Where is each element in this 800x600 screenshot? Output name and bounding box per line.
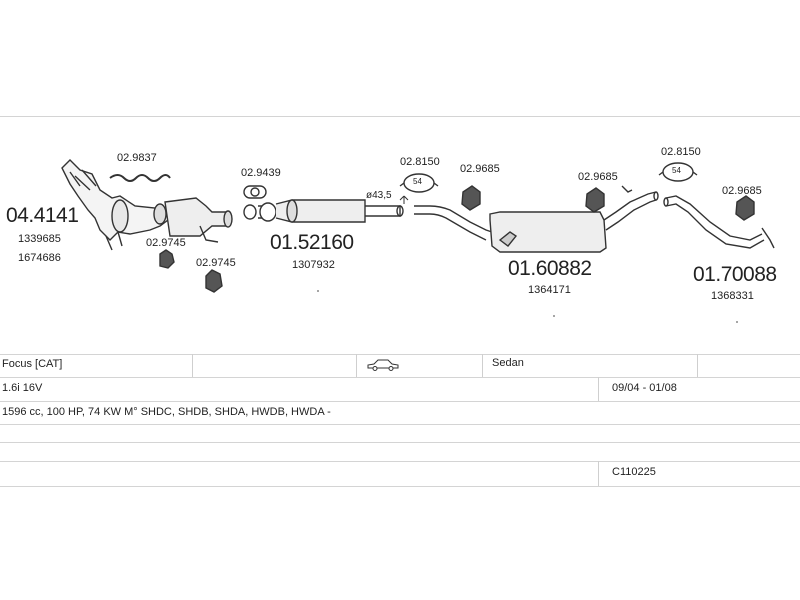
ref-middle-silencer: 1364171 bbox=[528, 284, 571, 296]
table-line-6 bbox=[0, 461, 800, 462]
ref-rear-pipe: 1368331 bbox=[711, 290, 754, 302]
part-label-9837[interactable]: 02.9837 bbox=[117, 152, 157, 164]
production-years: 09/04 - 01/08 bbox=[612, 382, 677, 394]
hanger-9685-b-drawing bbox=[585, 185, 633, 213]
table-line-4 bbox=[0, 424, 800, 425]
middle-pipe-drawing bbox=[243, 199, 404, 223]
part-number-middle-pipe[interactable]: 01.52160 bbox=[270, 231, 354, 254]
part-label-8150-b[interactable]: 02.8150 bbox=[661, 146, 701, 158]
table-line-1 bbox=[0, 354, 800, 355]
part-label-9685-c[interactable]: 02.9685 bbox=[722, 185, 762, 197]
table-vline-4 bbox=[598, 377, 599, 401]
table-vline-6 bbox=[697, 354, 698, 377]
hanger-9685-c-drawing bbox=[735, 195, 755, 221]
body-type: Sedan bbox=[492, 357, 524, 369]
part-label-9685-b[interactable]: 02.9685 bbox=[578, 171, 618, 183]
car-icon bbox=[366, 358, 400, 377]
table-vline-2 bbox=[356, 354, 357, 377]
hanger-9745-b-drawing bbox=[205, 269, 223, 293]
ref-cat-converter-2: 1674686 bbox=[18, 252, 61, 264]
gasket-chain-drawing bbox=[109, 174, 171, 182]
rear-pipe-drawing bbox=[663, 195, 775, 249]
table-vline-5 bbox=[598, 461, 599, 486]
ref-cat-converter-1: 1339685 bbox=[18, 233, 61, 245]
gasket-size-label-b: 54 bbox=[672, 166, 681, 175]
table-vline-3 bbox=[482, 354, 483, 377]
part-label-9745-a[interactable]: 02.9745 bbox=[146, 237, 186, 249]
catalytic-converter-drawing bbox=[61, 159, 233, 251]
part-number-cat-converter[interactable]: 04.4141 bbox=[6, 204, 79, 227]
engine: 1.6i 16V bbox=[2, 382, 43, 394]
gasket-size-label-a: 54 bbox=[413, 177, 422, 186]
part-number-rear-pipe[interactable]: 01.70088 bbox=[693, 263, 777, 286]
gasket-9439-drawing bbox=[243, 185, 267, 199]
table-line-2 bbox=[0, 377, 800, 378]
table-vline-1 bbox=[192, 354, 193, 377]
vehicle-model: Focus [CAT] bbox=[2, 358, 63, 370]
part-label-9745-b[interactable]: 02.9745 bbox=[196, 257, 236, 269]
hanger-9745-a-drawing bbox=[159, 249, 175, 269]
middle-silencer-drawing bbox=[414, 191, 659, 253]
catalog-code: C110225 bbox=[612, 466, 656, 478]
table-line-7 bbox=[0, 486, 800, 487]
table-line-3 bbox=[0, 401, 800, 402]
part-label-9439[interactable]: 02.9439 bbox=[241, 167, 281, 179]
gasket-8150-b-drawing bbox=[658, 162, 698, 182]
top-border-line bbox=[0, 116, 800, 117]
part-number-middle-silencer[interactable]: 01.60882 bbox=[508, 257, 592, 280]
hanger-9685-a-drawing bbox=[461, 185, 481, 211]
part-label-8150-a[interactable]: 02.8150 bbox=[400, 156, 440, 168]
gasket-8150-a-drawing bbox=[399, 173, 439, 193]
engine-specs: 1596 cc, 100 HP, 74 KW M° SHDC, SHDB, SH… bbox=[2, 406, 331, 418]
exhaust-system-diagram bbox=[61, 159, 775, 323]
diameter-label: ø43,5 bbox=[366, 190, 392, 201]
ref-middle-pipe: 1307932 bbox=[292, 259, 335, 271]
part-label-9685-a[interactable]: 02.9685 bbox=[460, 163, 500, 175]
table-line-5 bbox=[0, 442, 800, 443]
